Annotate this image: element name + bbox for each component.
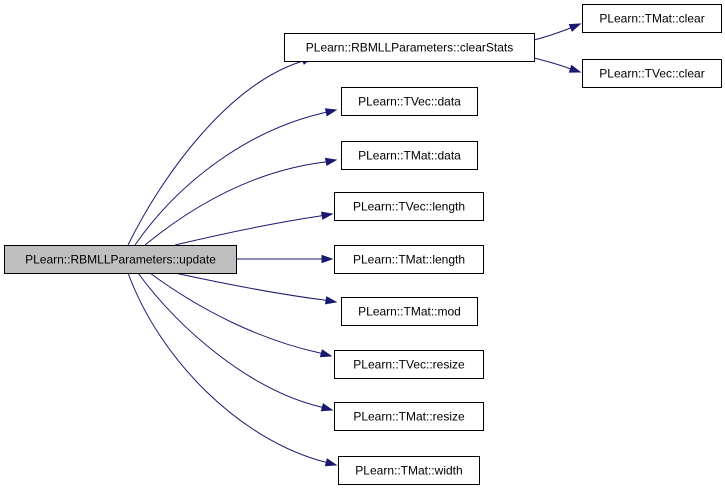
node-box (334, 402, 484, 431)
node-tvec-clear[interactable]: PLearn::TVec::clear (582, 59, 722, 88)
arrow-head (568, 64, 582, 73)
node-box (341, 297, 478, 326)
arrow-head (320, 211, 334, 220)
node-tmat-length[interactable]: PLearn::TMat::length (334, 245, 484, 274)
arrow-head (324, 296, 338, 305)
edge-update-to-tmat_mod (174, 272, 338, 305)
node-label: PLearn::TVec::clear (599, 67, 704, 81)
edge-line (174, 272, 325, 301)
node-tmat-width[interactable]: PLearn::TMat::width (338, 456, 480, 485)
node-tmat-mod[interactable]: PLearn::TMat::mod (341, 297, 478, 326)
edge-line (127, 272, 326, 463)
arrow-head (568, 23, 582, 32)
node-tvec-length[interactable]: PLearn::TVec::length (334, 192, 484, 221)
edge-line (144, 161, 326, 246)
node-update[interactable]: PLearn::RBMLLParameters::update (4, 245, 237, 274)
arrow-head (324, 458, 338, 467)
node-label: PLearn::TVec::data (358, 95, 461, 109)
arrow-head (321, 254, 334, 264)
arrow-head (324, 157, 338, 167)
node-label: PLearn::TMat::resize (353, 410, 465, 424)
edge-line (533, 57, 569, 69)
node-box (582, 59, 722, 88)
node-tvec-resize[interactable]: PLearn::TVec::resize (334, 350, 484, 379)
node-box (341, 87, 478, 116)
arrow-head (324, 108, 338, 117)
node-label: PLearn::TMat::mod (358, 305, 461, 319)
node-tmat-resize[interactable]: PLearn::TMat::resize (334, 402, 484, 431)
node-box (334, 350, 484, 379)
edge-line (137, 272, 322, 408)
edge-line (127, 61, 301, 246)
edge-update-to-tmat_length (236, 254, 334, 264)
edge-update-to-tvec_data (134, 108, 338, 246)
edge-clearStats-to-tvec_clear (533, 57, 582, 73)
edge-update-to-tmat_width (127, 272, 338, 467)
node-clearStats[interactable]: PLearn::RBMLLParameters::clearStats (284, 33, 535, 62)
edge-line (134, 112, 324, 246)
node-label: PLearn::TMat::length (353, 253, 465, 267)
node-label: PLearn::RBMLLParameters::clearStats (306, 41, 513, 55)
node-label: PLearn::TMat::clear (599, 12, 704, 26)
edge-line (533, 28, 569, 41)
edges-layer (127, 23, 582, 467)
edge-update-to-tvec_resize (149, 272, 333, 358)
edge-line (174, 215, 321, 246)
node-tvec-data[interactable]: PLearn::TVec::data (341, 87, 478, 116)
edge-line (149, 272, 321, 354)
node-tmat-data[interactable]: PLearn::TMat::data (341, 141, 478, 170)
arrow-head (320, 403, 334, 412)
edge-line-end (322, 111, 327, 114)
node-label: PLearn::TMat::width (355, 464, 462, 478)
edge-update-to-tmat_resize (137, 272, 334, 412)
nodes-layer: PLearn::RBMLLParameters::update PLearn::R… (4, 4, 722, 485)
arrow-head (319, 349, 333, 358)
node-box (341, 141, 478, 170)
node-label: PLearn::TVec::length (353, 200, 465, 214)
edge-clearStats-to-tmat_clear (533, 23, 582, 41)
node-label: PLearn::RBMLLParameters::update (25, 253, 216, 267)
node-box (338, 456, 480, 485)
node-label: PLearn::TVec::resize (353, 358, 465, 372)
node-box (582, 4, 722, 33)
edge-update-to-tmat_data (144, 157, 338, 246)
node-box (4, 245, 237, 274)
node-label: PLearn::TMat::data (358, 149, 461, 163)
node-tmat-clear[interactable]: PLearn::TMat::clear (582, 4, 722, 33)
edge-update-to-clearStats (127, 56, 314, 246)
edge-update-to-tvec_length (174, 211, 334, 246)
node-box (334, 245, 484, 274)
node-box (284, 33, 535, 62)
node-box (334, 192, 484, 221)
